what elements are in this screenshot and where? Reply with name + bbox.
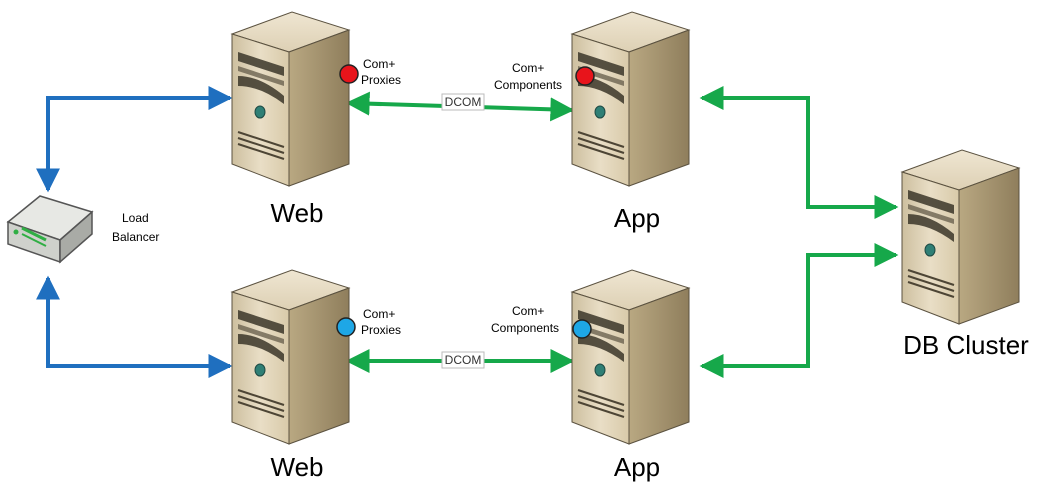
app-bottom-note-2: Components (491, 321, 559, 335)
app-top-status-dot (575, 66, 595, 86)
db-cluster-label: DB Cluster (903, 330, 1029, 360)
web-bottom-note-1: Com+ (363, 307, 395, 321)
web-bottom-label: Web (271, 452, 324, 482)
web-top-note-1: Com+ (363, 57, 395, 71)
load-balancer-label-2: Balancer (112, 230, 159, 244)
web-top-note-2: Proxies (361, 73, 401, 87)
web-server-bottom (231, 269, 350, 445)
svg-text:DCOM: DCOM (445, 353, 482, 367)
web-top-status-dot (339, 64, 359, 84)
dcom-label-top: DCOM (441, 93, 485, 111)
svg-text:DCOM: DCOM (445, 95, 482, 109)
web-server-top (231, 11, 350, 187)
app-bottom-status-dot (572, 319, 592, 339)
lb-connectors (36, 86, 233, 378)
app-bottom-note-1: Com+ (512, 304, 544, 318)
web-top-label: Web (271, 198, 324, 228)
load-balancer-label-1: Load (122, 211, 149, 225)
load-balancer-icon (6, 195, 94, 264)
dcom-label-bottom: DCOM (441, 351, 485, 369)
app-server-top (571, 11, 690, 187)
web-bottom-status-dot (336, 317, 356, 337)
app-top-label: App (614, 203, 660, 233)
app-server-bottom (571, 269, 690, 445)
app-top-note-1: Com+ (512, 61, 544, 75)
web-bottom-note-2: Proxies (361, 323, 401, 337)
db-links (699, 86, 899, 378)
app-bottom-label: App (614, 452, 660, 482)
app-top-note-2: Components (494, 78, 562, 92)
db-cluster-server (901, 149, 1020, 325)
